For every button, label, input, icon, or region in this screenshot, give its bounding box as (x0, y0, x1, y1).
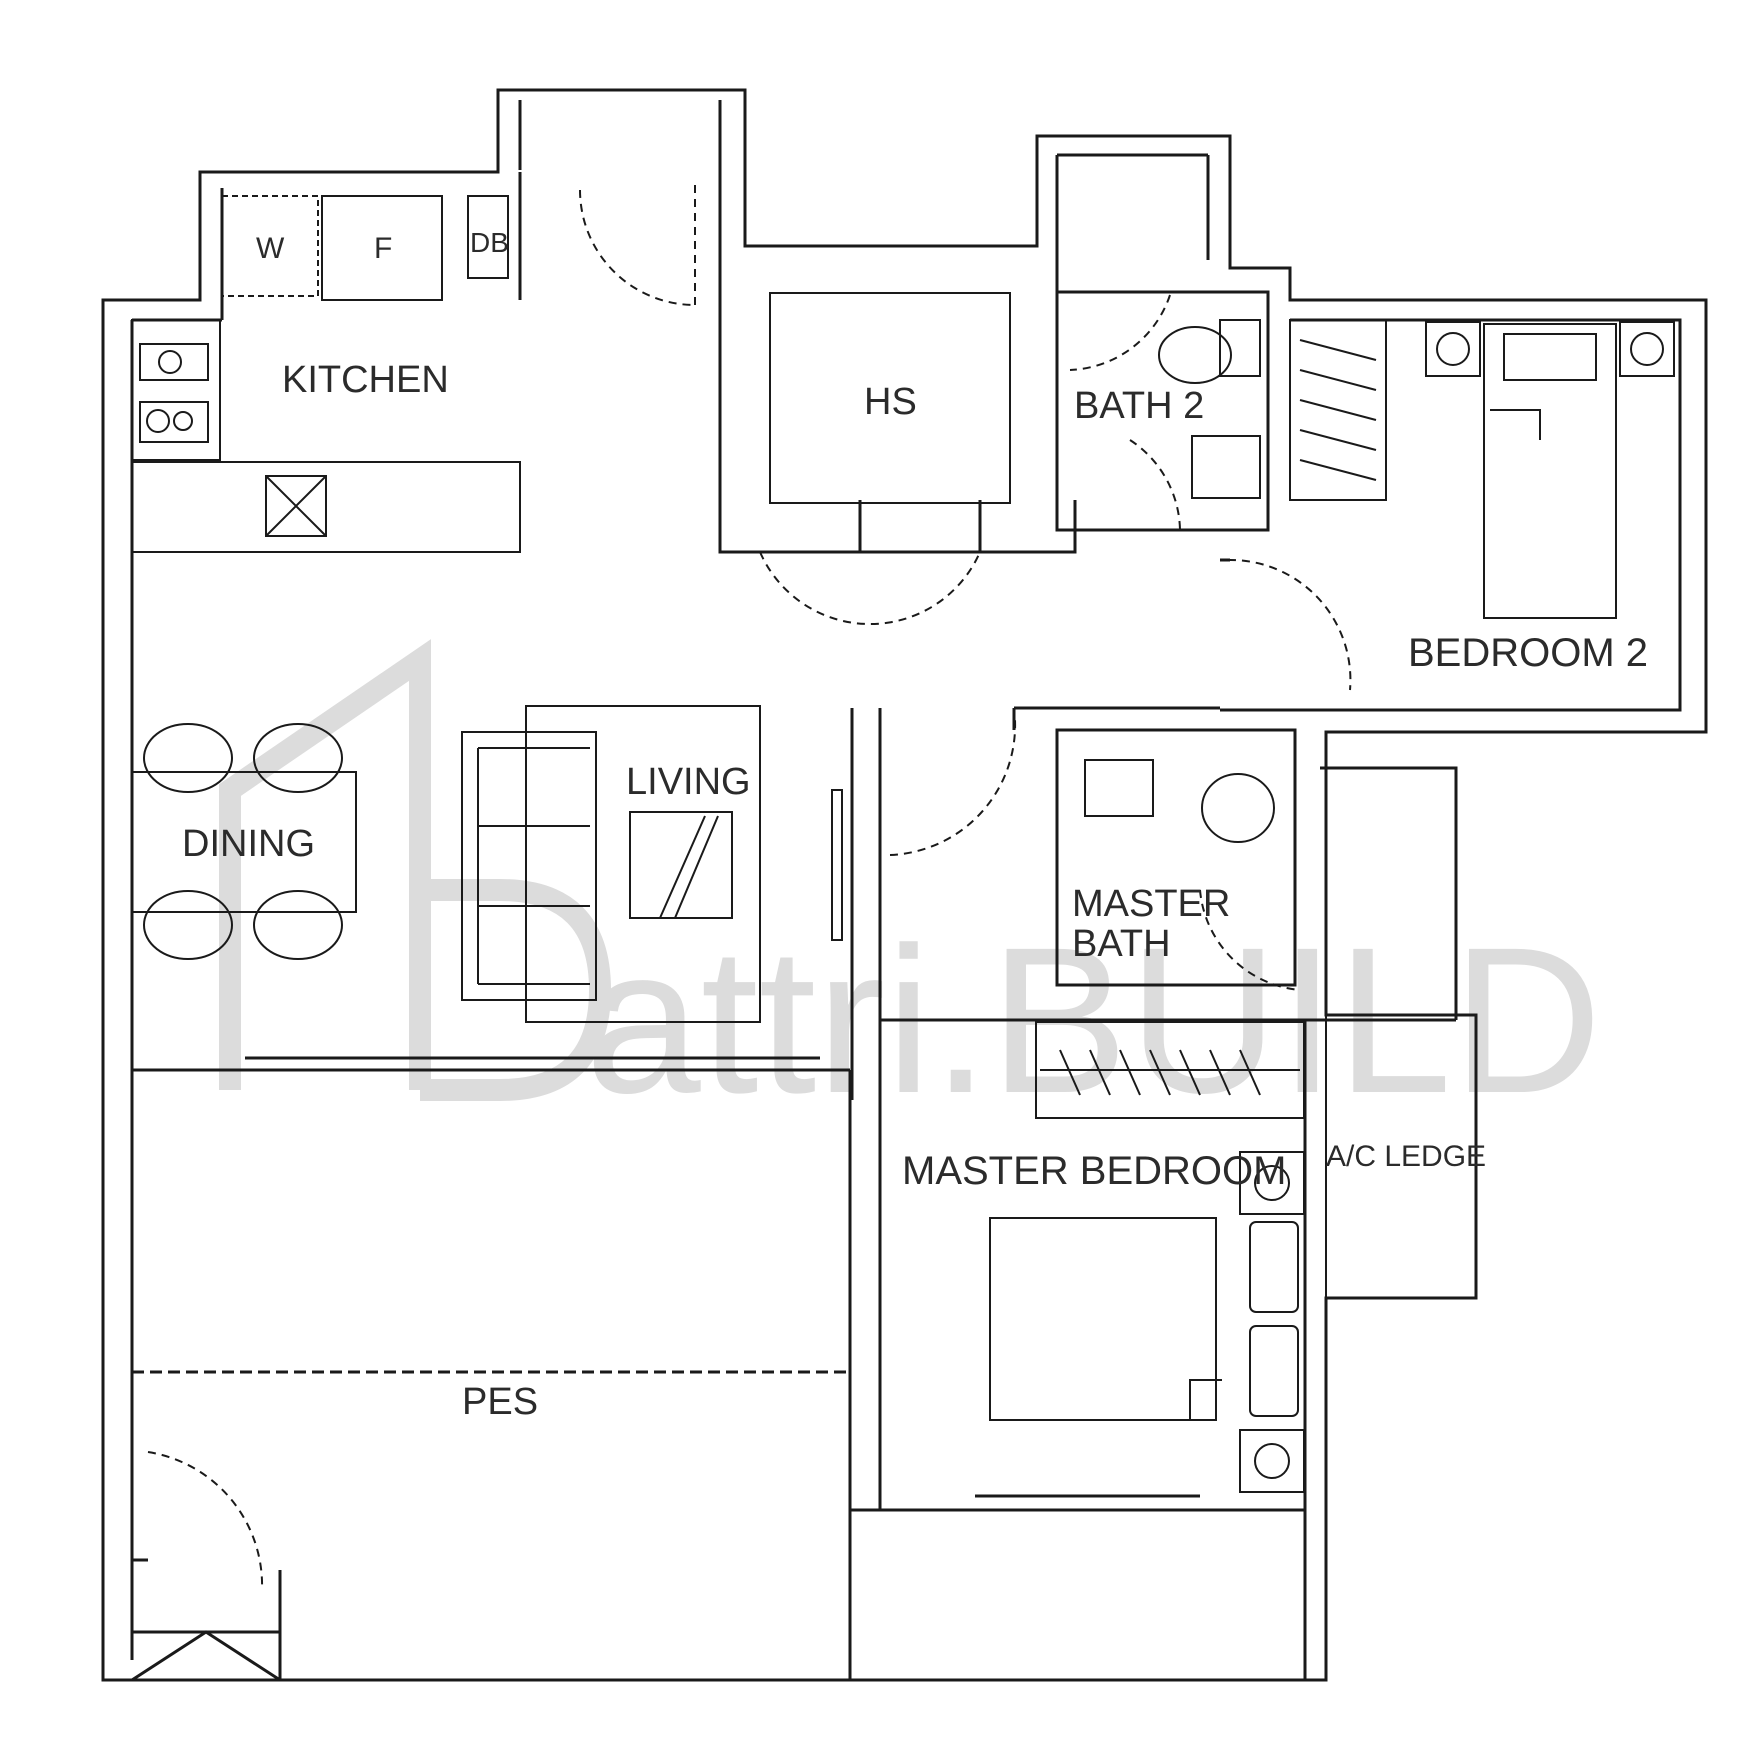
chair-icon (143, 723, 233, 793)
sofa-icon (461, 731, 597, 1001)
living-area (525, 705, 761, 1023)
fridge-icon (321, 195, 443, 301)
lamp-icon-3 (1254, 1165, 1290, 1201)
burner-icon-2 (146, 409, 170, 433)
nightstand-icon-3 (1239, 1151, 1305, 1215)
wardrobe-icon-2 (1035, 1021, 1305, 1119)
hs-door (759, 551, 981, 625)
toilet-icon (1158, 326, 1232, 384)
gate (131, 1558, 282, 1682)
bedroom2-bed (1483, 323, 1617, 619)
tv-panel (831, 789, 843, 941)
master-bath-label-line2: BATH (1072, 923, 1171, 965)
bed2-pillow (1490, 333, 1597, 440)
gate-door (147, 1451, 264, 1591)
master-bath-label-line1: MASTER (1072, 883, 1230, 925)
pillow-icon (1249, 1221, 1299, 1313)
nightstand-icon (1425, 321, 1481, 377)
basin-icon (1191, 435, 1261, 499)
lamp-icon-2 (1630, 332, 1664, 366)
hs-box (769, 292, 1011, 504)
master-bed (989, 1217, 1217, 1421)
ac-ledge-box (1325, 1014, 1477, 1299)
fridge-label: F (374, 232, 392, 265)
kitchen-inner (132, 172, 522, 322)
island-counter (131, 461, 521, 553)
sofa-cushion-lines (477, 747, 590, 985)
master-bed-fold (1189, 1379, 1222, 1420)
sink-icon (265, 475, 327, 537)
stove-icon-2 (139, 401, 209, 443)
washer-icon (221, 195, 319, 297)
stove-icon (139, 343, 209, 381)
coffee-table-glass (659, 815, 719, 919)
master-bath-door (1199, 889, 1301, 991)
pes-label: PES (462, 1381, 538, 1423)
living-divider (850, 708, 882, 1510)
kitchen-label: KITCHEN (282, 359, 449, 401)
db-icon (467, 195, 509, 279)
dining-table (131, 771, 357, 913)
main-door (579, 185, 696, 310)
toilet-icon-2 (1201, 773, 1275, 843)
wardrobe-icon (1289, 319, 1387, 501)
outer-wall (101, 88, 1708, 1682)
pillow-icon-2 (1249, 1325, 1299, 1417)
nightstand-icon-2 (1619, 321, 1675, 377)
master-door (889, 719, 1017, 856)
hs-label: HS (864, 381, 917, 423)
lamp-icon (1436, 332, 1470, 366)
living-label: LIVING (626, 761, 751, 803)
nightstand-icon-4 (1239, 1429, 1305, 1493)
balcony-rail (245, 1056, 1200, 1512)
hangers-icon (1299, 339, 1377, 481)
bath2-walls (1055, 153, 1270, 532)
bath2-door (1069, 294, 1181, 531)
sink-drain-icon (265, 475, 327, 537)
dining-label: DINING (182, 823, 315, 865)
corridor-wall (1012, 706, 1220, 730)
ac-ledge-label: A/C LEDGE (1326, 1140, 1486, 1173)
bedroom2-door (1227, 558, 1352, 691)
watermark (219, 639, 612, 1101)
bath2-label: BATH 2 (1074, 385, 1204, 427)
coffee-table-icon (629, 811, 733, 919)
chair-icon-4 (253, 890, 343, 960)
burner-icon-3 (173, 411, 193, 431)
entrance-walls (518, 100, 1077, 554)
toilet-tank (1219, 319, 1261, 377)
hs-walls (718, 300, 982, 552)
bedroom2-label: BEDROOM 2 (1408, 631, 1648, 675)
master-bedroom-label: MASTER BEDROOM (902, 1149, 1286, 1193)
burner-icon (158, 350, 182, 374)
counter-top (131, 319, 221, 461)
chair-icon-2 (253, 723, 343, 793)
basin-icon-2 (1084, 759, 1154, 817)
washer-label: W (256, 232, 285, 265)
hangers-icon-2 (1040, 1049, 1300, 1096)
db-label: DB (470, 227, 509, 258)
lamp-icon-4 (1254, 1443, 1290, 1479)
chair-icon-3 (143, 890, 233, 960)
